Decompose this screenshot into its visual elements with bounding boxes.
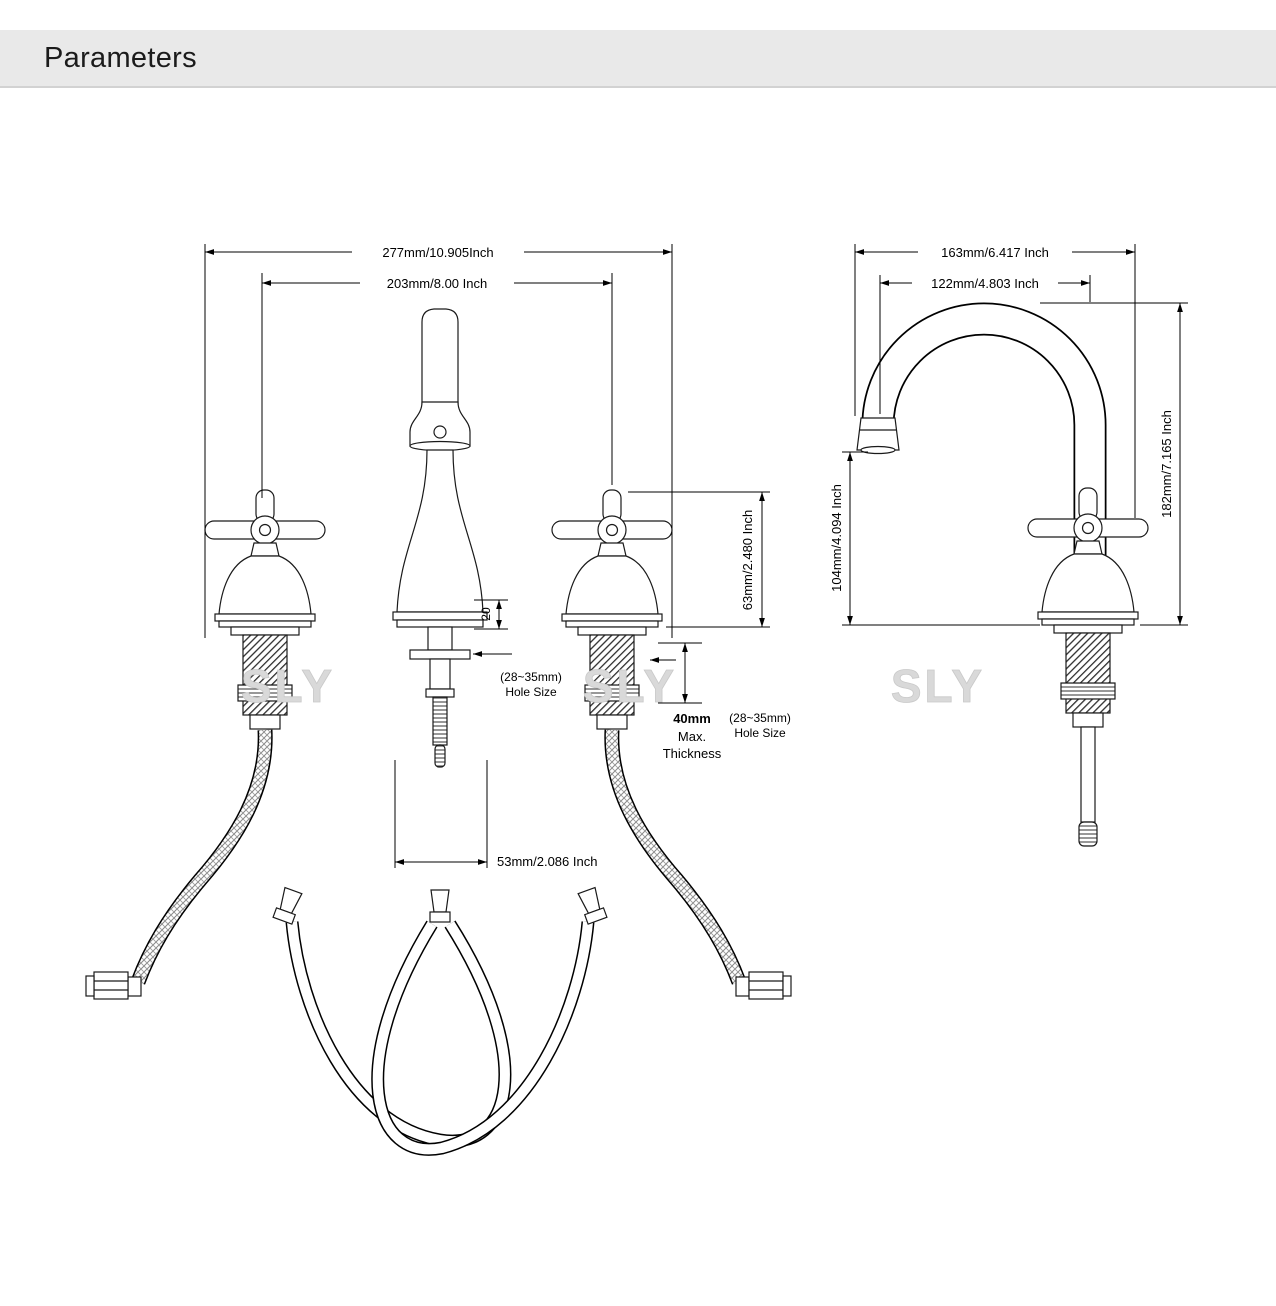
note-hole-size-right: (28~35mm) Hole Size xyxy=(650,657,791,740)
handle-side xyxy=(1027,487,1149,847)
side-view: 163mm/6.417 Inch 122mm/4.803 Inch 182mm/… xyxy=(829,244,1188,847)
hose-fitting-left xyxy=(272,886,303,925)
dim-spout-reach-label: 122mm/4.803 Inch xyxy=(931,276,1039,291)
dim-handle-centers: 203mm/8.00 Inch xyxy=(261,273,613,498)
braided-hose-left xyxy=(85,729,273,1000)
hole-size-right-label: Hole Size xyxy=(734,726,786,740)
dim-escutcheon: 53mm/2.086 Inch xyxy=(394,760,597,869)
supply-loop-hoses xyxy=(272,886,608,1156)
dim-handle-centers-label: 203mm/8.00 Inch xyxy=(387,276,487,291)
hose-fitting-right xyxy=(577,886,608,925)
header-bar: Parameters xyxy=(0,30,1276,88)
dim-base-detail: 20 xyxy=(474,599,508,630)
hose-nut-right xyxy=(735,971,792,1000)
hole-size-center-value: (28~35mm) xyxy=(500,670,562,684)
watermark-center: SLY xyxy=(583,660,677,712)
dim-overall-width: 277mm/10.905Inch xyxy=(204,244,673,638)
dim-escutcheon-label: 53mm/2.086 Inch xyxy=(497,854,597,869)
dim-overall-width-label: 277mm/10.905Inch xyxy=(382,245,493,260)
hole-size-right-value: (28~35mm) xyxy=(729,711,791,725)
max-thickness-value: 40mm xyxy=(673,711,711,726)
dim-overall-height-label: 182mm/7.165 Inch xyxy=(1159,410,1174,518)
note-hole-size-center: (28~35mm) Hole Size xyxy=(473,651,562,699)
max-thickness-line2: Thickness xyxy=(663,746,722,761)
dim-spout-height: 104mm/4.094 Inch xyxy=(829,451,1040,626)
dim-overall-reach-label: 163mm/6.417 Inch xyxy=(941,245,1049,260)
front-view: 277mm/10.905Inch 203mm/8.00 Inch 63mm/2.… xyxy=(85,244,792,1156)
page-title: Parameters xyxy=(44,41,197,74)
hole-size-center-label: Hole Size xyxy=(505,685,557,699)
faucet-technical-diagram: 277mm/10.905Inch 203mm/8.00 Inch 63mm/2.… xyxy=(85,244,1188,1156)
braided-hose-right xyxy=(604,729,792,1000)
spout-side xyxy=(856,302,1107,560)
aerator-side xyxy=(856,417,900,451)
spout-front xyxy=(392,308,488,768)
watermark-left: SLY xyxy=(241,660,335,712)
hose-fitting-center xyxy=(429,889,451,923)
dim-spout-reach: 122mm/4.803 Inch xyxy=(879,275,1091,414)
dim-handle-height: 63mm/2.480 Inch xyxy=(628,491,770,628)
dim-handle-height-label: 63mm/2.480 Inch xyxy=(740,510,755,610)
dim-max-thickness: 40mm Max. Thickness xyxy=(658,642,722,761)
dim-overall-height: 182mm/7.165 Inch xyxy=(1040,302,1188,626)
watermark-right: SLY xyxy=(891,660,985,712)
hose-nut-left xyxy=(85,971,142,1000)
aerator-outlet xyxy=(409,440,471,452)
max-thickness-line1: Max. xyxy=(678,729,706,744)
dim-overall-reach: 163mm/6.417 Inch xyxy=(854,244,1136,518)
dim-base-detail-label: 20 xyxy=(479,607,493,621)
dim-spout-height-label: 104mm/4.094 Inch xyxy=(829,484,844,592)
